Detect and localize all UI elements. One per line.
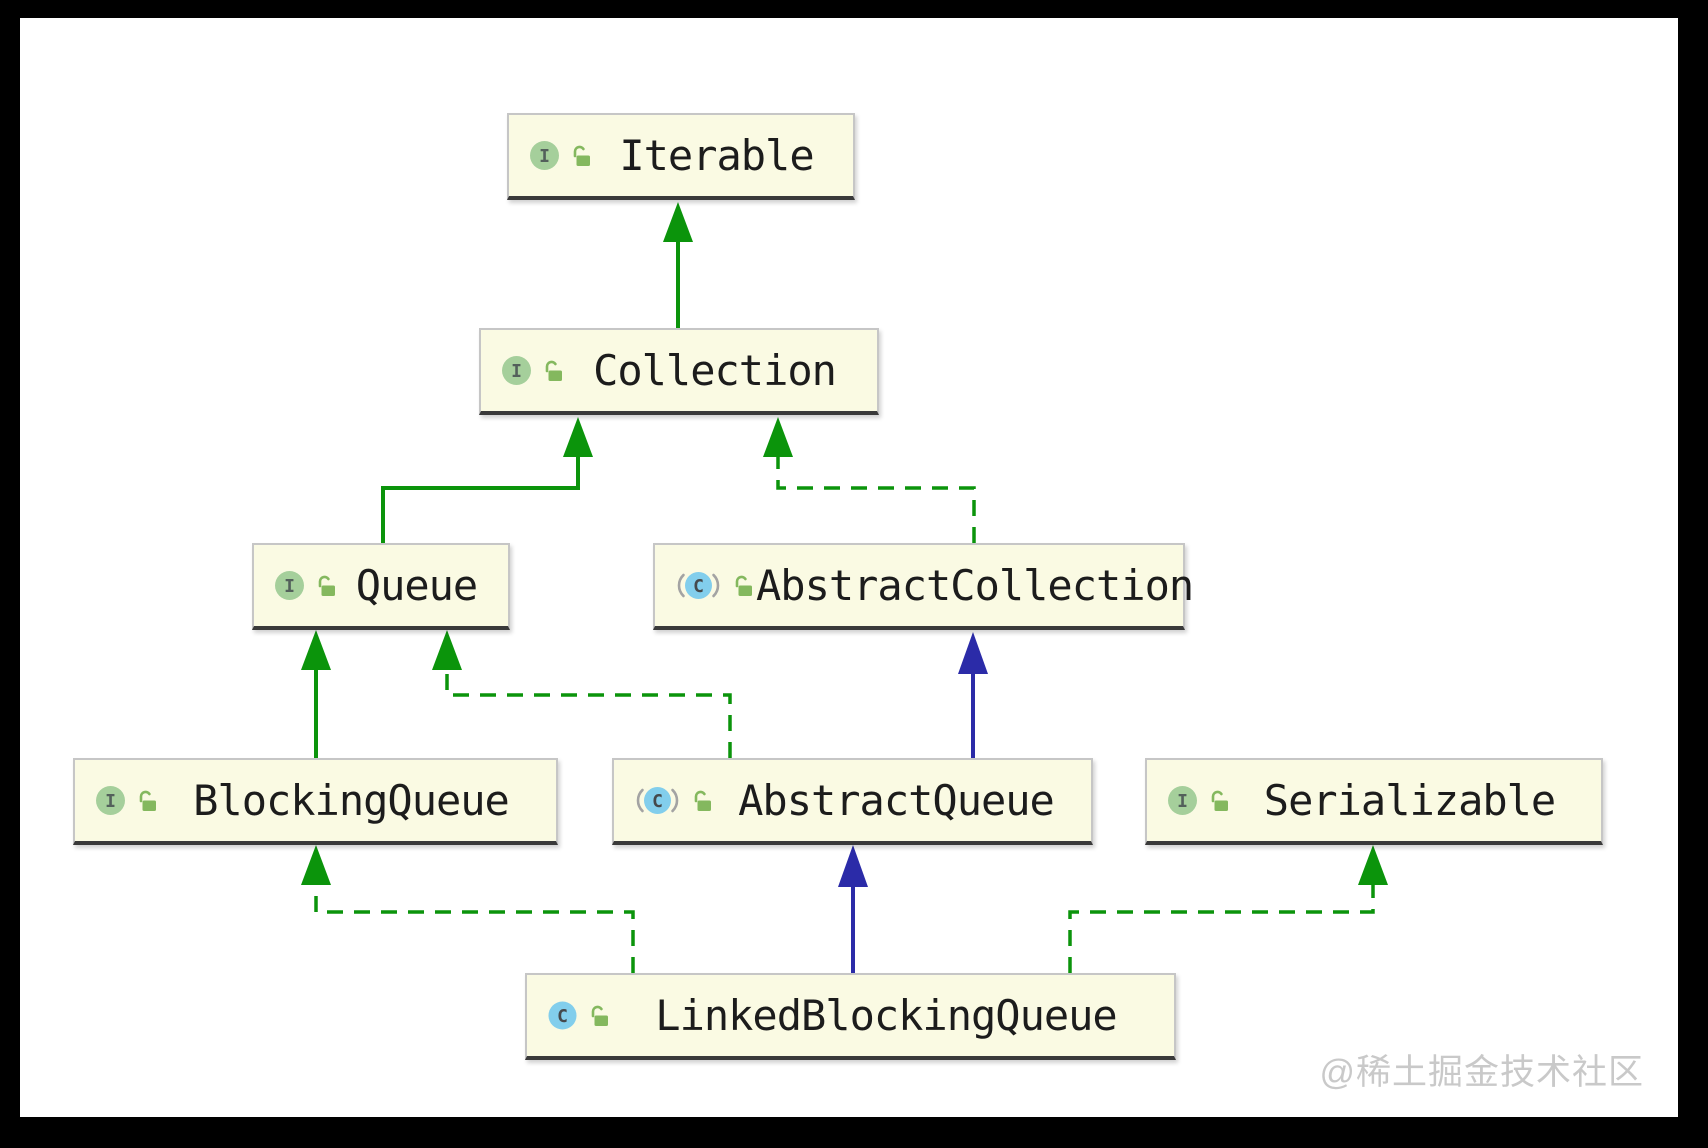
interface-icon: I <box>274 570 305 601</box>
node-iterable[interactable]: I Iterable <box>507 113 855 200</box>
unlocked-icon <box>314 573 339 599</box>
svg-text:C: C <box>693 576 704 597</box>
node-collection[interactable]: I Collection <box>479 328 879 415</box>
node-label: Iterable <box>619 131 814 180</box>
abstract-class-icon: C <box>634 785 681 816</box>
svg-text:I: I <box>539 146 550 167</box>
svg-text:I: I <box>284 576 295 597</box>
unlocked-icon <box>731 573 756 599</box>
node-label: Collection <box>593 346 837 395</box>
interface-icon: I <box>1167 785 1198 816</box>
interface-icon: I <box>95 785 126 816</box>
node-label: AbstractQueue <box>738 776 1055 825</box>
interface-icon: I <box>529 140 560 171</box>
svg-text:I: I <box>105 791 116 812</box>
svg-text:C: C <box>652 791 663 812</box>
svg-text:I: I <box>511 361 522 382</box>
node-label: AbstractCollection <box>756 561 1194 610</box>
node-blockingqueue[interactable]: I BlockingQueue <box>73 758 558 845</box>
abstract-class-icon: C <box>675 570 722 601</box>
watermark: @稀土掘金技术社区 <box>1319 1053 1644 1092</box>
node-label: Queue <box>355 561 478 610</box>
node-abstractcollection[interactable]: C AbstractCollection <box>653 543 1194 630</box>
node-label: Serializable <box>1263 776 1556 825</box>
node-label: LinkedBlockingQueue <box>655 991 1117 1040</box>
class-icon: C <box>547 1000 578 1031</box>
unlocked-icon <box>135 788 160 814</box>
unlocked-icon <box>1207 788 1232 814</box>
interface-icon: I <box>501 355 532 386</box>
node-label: BlockingQueue <box>193 776 510 825</box>
node-linkedblockingqueue[interactable]: C LinkedBlockingQueue <box>525 973 1176 1060</box>
unlocked-icon <box>587 1003 612 1029</box>
node-serializable[interactable]: I Serializable <box>1145 758 1603 845</box>
node-queue[interactable]: I Queue <box>252 543 510 630</box>
unlocked-icon <box>690 788 715 814</box>
unlocked-icon <box>541 358 566 384</box>
node-abstractqueue[interactable]: C AbstractQueue <box>612 758 1093 845</box>
svg-text:C: C <box>557 1006 568 1027</box>
svg-text:I: I <box>1177 791 1188 812</box>
unlocked-icon <box>569 143 594 169</box>
